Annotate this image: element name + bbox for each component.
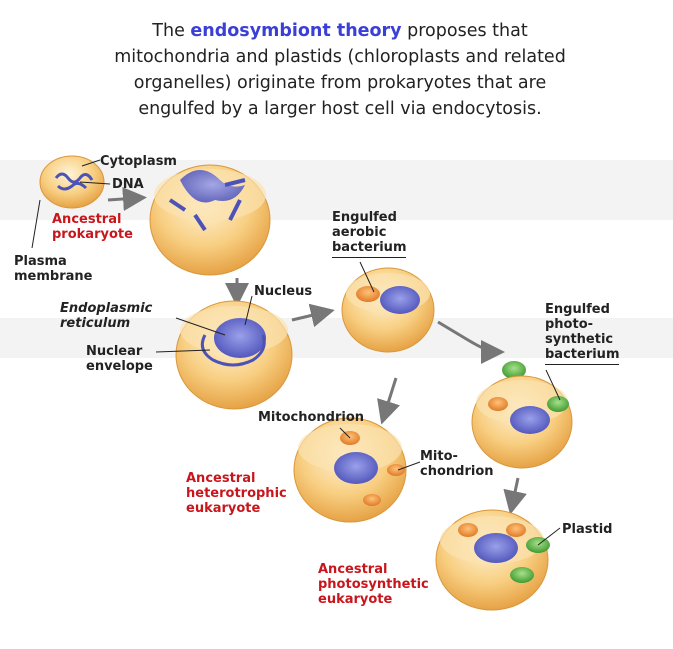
- heterotrophic-eukaryote-cell: [293, 417, 407, 523]
- leader-lines: [31, 159, 561, 546]
- aerobic-bacterium: [356, 286, 380, 302]
- label-nuclear-envelope: Nuclear envelope: [86, 344, 153, 374]
- page-title: The endosymbiont theory proposes that mi…: [114, 21, 566, 119]
- photosynthetic-eukaryote-cell: [435, 509, 550, 611]
- label-mito-chondrion: Mito- chondrion: [420, 449, 494, 479]
- label-endoplasmic-reticulum: Endoplasmic reticulum: [60, 301, 153, 331]
- title-highlight: endosymbiont theory: [190, 21, 402, 41]
- arrow-5: [437, 320, 505, 364]
- arrow-4: [377, 377, 400, 425]
- label-cytoplasm: Cytoplasm: [100, 154, 177, 169]
- engulfing-photosynthetic-cell: [471, 375, 573, 469]
- nucleated-cell: [175, 300, 293, 410]
- infolding-cell: [149, 164, 271, 276]
- label-engulfed-photosynthetic-bacterium: Engulfed photo- synthetic bacterium: [545, 302, 620, 365]
- label-nucleus: Nucleus: [254, 284, 313, 299]
- label-ancestral-prokaryote: Ancestral prokaryote: [52, 212, 133, 242]
- arrow-3: [291, 303, 335, 328]
- ancestral-prokaryote-cell: [39, 155, 105, 209]
- label-ancestral-photosynthetic-eukaryote: Ancestral photosynthetic eukaryote: [318, 562, 429, 607]
- label-plastid: Plastid: [562, 522, 613, 537]
- label-dna: DNA: [112, 177, 144, 192]
- arrow-7: [503, 477, 527, 515]
- photosynthetic-bacterium: [502, 361, 526, 379]
- label-mitochondrion: Mitochondrion: [258, 410, 365, 425]
- arrow-1: [107, 187, 147, 211]
- label-ancestral-heterotrophic-eukaryote: Ancestral heterotrophic eukaryote: [186, 471, 287, 516]
- background-band-top: [0, 160, 673, 220]
- engulfing-aerobic-cell: [341, 267, 435, 353]
- label-engulfed-aerobic-bacterium: Engulfed aerobic bacterium: [332, 210, 407, 258]
- label-plasma-membrane: Plasma membrane: [14, 254, 93, 284]
- background-band-middle: [0, 318, 673, 358]
